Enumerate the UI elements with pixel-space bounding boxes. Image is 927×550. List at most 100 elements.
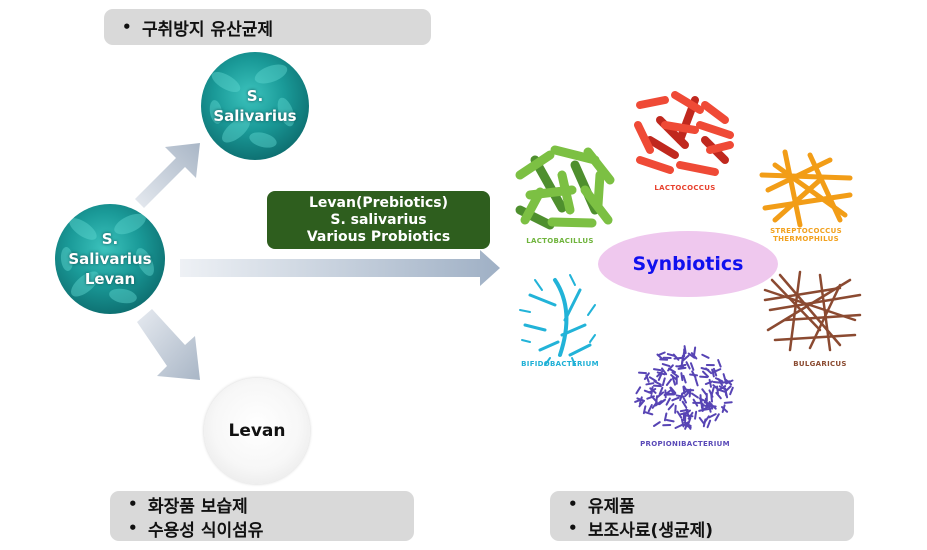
propionibacterium-rod xyxy=(669,386,675,395)
propionibacterium-rod xyxy=(660,367,668,376)
propionibacterium-label: PROPIONIBACTERIUM xyxy=(640,440,730,448)
propionibacterium-rod xyxy=(682,374,687,384)
propionibacterium-rod xyxy=(693,346,697,356)
propionibacterium-rod xyxy=(671,371,680,378)
propionibacterium-rod xyxy=(673,356,683,360)
propionibacterium-rod xyxy=(636,397,646,402)
bulgaricus-icon xyxy=(763,270,862,352)
lactococcus-icon xyxy=(634,91,734,176)
propionibacterium-rod xyxy=(667,392,677,396)
propionibacterium-rod xyxy=(676,410,683,419)
propionibacterium-rod xyxy=(710,393,713,403)
list-item: • 유제품 xyxy=(568,492,854,517)
bullet-icon: • xyxy=(128,519,138,537)
propionibacterium-rod xyxy=(704,380,714,386)
propionibacterium-rod xyxy=(708,413,717,419)
propionibacterium-rod xyxy=(667,364,674,372)
synbiotics-applications-box: • 유제품 • 보조사료(생균제) xyxy=(550,491,854,541)
propionibacterium-rod xyxy=(699,375,709,379)
propionibacterium-rod xyxy=(717,388,727,393)
propionibacterium-rod xyxy=(682,354,690,362)
bulgaricus-label: BULGARICUS xyxy=(793,360,847,368)
propionibacterium-rod xyxy=(711,368,715,378)
propionibacterium-rod xyxy=(674,423,683,429)
list-item: • 수용성 식이섬유 xyxy=(128,516,414,541)
propionibacterium-rod xyxy=(642,405,647,415)
component-line: S. salivarius xyxy=(330,211,427,228)
propionibacterium-rod xyxy=(665,378,673,386)
propionibacterium-rod xyxy=(663,412,668,422)
propionibacterium-rod xyxy=(677,366,687,370)
propionibacterium-rod xyxy=(650,386,654,395)
bullet-icon: • xyxy=(568,519,578,537)
propionibacterium-rod xyxy=(661,377,666,387)
propionibacterium-rod xyxy=(638,399,645,408)
propionibacterium-rod xyxy=(658,386,664,396)
propionibacterium-rod xyxy=(680,372,684,382)
propionibacterium-icon xyxy=(634,345,734,430)
list-item-label: 수용성 식이섬유 xyxy=(148,520,264,541)
propionibacterium-rod xyxy=(680,418,685,428)
propionibacterium-rod xyxy=(681,400,688,409)
circle-line: S. xyxy=(101,230,119,248)
propionibacterium-rod xyxy=(729,386,734,396)
list-item-label: 유제품 xyxy=(588,496,635,517)
component-line: Levan(Prebiotics) xyxy=(309,194,448,211)
propionibacterium-rod xyxy=(651,401,658,409)
propionibacterium-rod xyxy=(654,400,663,407)
synbiotic-components-box: Levan(Prebiotics) S. salivarius Various … xyxy=(267,191,490,249)
propionibacterium-rod xyxy=(653,380,662,386)
propionibacterium-rod xyxy=(652,421,661,427)
propionibacterium-rod xyxy=(718,385,727,391)
propionibacterium-rod xyxy=(691,370,697,379)
propionibacterium-rod xyxy=(706,419,712,429)
propionibacterium-rod xyxy=(647,404,653,413)
propionibacterium-rod xyxy=(702,370,710,378)
levan-powder-circle: Levan xyxy=(204,378,310,484)
propionibacterium-rod xyxy=(679,409,689,413)
propionibacterium-rod xyxy=(656,391,665,398)
propionibacterium-rod xyxy=(665,397,671,406)
lactococcus-label: LACTOCOCCUS xyxy=(654,184,716,192)
streptococcus-thermophilus-label: STREPTOCOCCUS THERMOPHILUS xyxy=(770,227,842,243)
component-line: Various Probiotics xyxy=(306,228,451,245)
propionibacterium-rod xyxy=(720,406,729,413)
bifidobacterium-label: BIFIDOBACTERIUM xyxy=(521,360,599,368)
propionibacterium-rod xyxy=(684,390,692,398)
arrow-right-icon xyxy=(180,250,500,286)
s-salivarius-circle: S. Salivarius xyxy=(201,52,309,160)
propionibacterium-rod xyxy=(689,362,695,371)
propionibacterium-rod xyxy=(724,389,729,399)
list-item-label: 구취방지 유산균제 xyxy=(142,19,274,40)
circle-line: Salivarius xyxy=(213,107,297,125)
bullet-icon: • xyxy=(128,495,138,513)
synbiotics-ellipse: Synbiotics xyxy=(598,231,778,297)
bacteria-texture-icon xyxy=(209,64,295,148)
propionibacterium-rod xyxy=(648,376,657,382)
bullet-icon: • xyxy=(568,495,578,513)
lactobacillus-label: LACTOBACILLUS xyxy=(526,237,594,245)
propionibacterium-rod xyxy=(666,353,676,357)
bullet-icon: • xyxy=(122,18,132,36)
propionibacterium-rod xyxy=(694,377,699,387)
streptococcus-thermophilus-icon xyxy=(759,149,853,228)
propionibacterium-rod xyxy=(685,388,695,392)
levan-label: Levan xyxy=(228,421,286,441)
propionibacterium-rod xyxy=(707,404,717,408)
propionibacterium-rod xyxy=(698,416,705,425)
propionibacterium-rod xyxy=(714,413,720,422)
circle-line: Salivarius xyxy=(68,250,152,268)
propionibacterium-rod xyxy=(682,385,686,395)
propionibacterium-rod xyxy=(710,386,715,396)
propionibacterium-rod xyxy=(681,395,687,404)
circle-line: S. xyxy=(246,87,264,105)
propionibacterium-rod xyxy=(665,418,675,423)
propionibacterium-rod xyxy=(714,377,724,383)
list-item-label: 보조사료(생균제) xyxy=(588,520,714,541)
propionibacterium-rod xyxy=(717,359,722,368)
propionibacterium-rod xyxy=(657,372,663,381)
propionibacterium-rod xyxy=(679,411,689,416)
arrow-up-right-icon xyxy=(135,143,200,208)
lactobacillus-icon xyxy=(515,145,615,230)
